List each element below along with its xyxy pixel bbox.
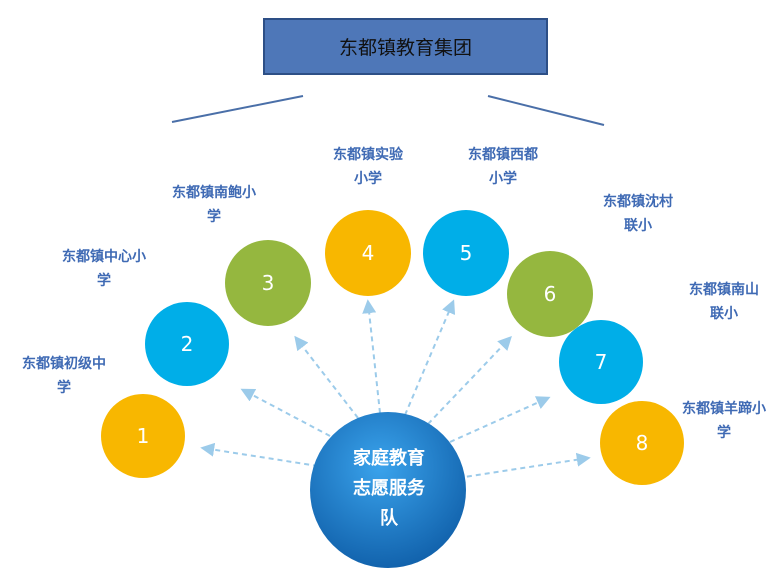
- node-circle-7: [559, 320, 643, 404]
- school-label-3: 东都镇南鲍小 学: [172, 185, 256, 225]
- branch-line-right: [487, 95, 605, 126]
- arrow-3: [294, 335, 359, 419]
- school-label-6: 东都镇沈村 联小: [603, 194, 673, 234]
- node-circle-3: [225, 240, 311, 326]
- node-circle-8: [600, 401, 684, 485]
- hub-circle: [310, 412, 466, 568]
- school-label-1: 东都镇初级中 学: [22, 356, 106, 396]
- school-label-2: 东都镇中心小 学: [62, 249, 146, 289]
- node-circle-5: [423, 210, 509, 296]
- arrow-4: [362, 299, 381, 414]
- arrow-5: [404, 299, 456, 416]
- school-label-8: 东都镇羊蹄小 学: [682, 401, 766, 441]
- arrow-7: [449, 396, 551, 443]
- node-number-2: 2: [181, 332, 194, 356]
- node-number-4: 4: [362, 241, 375, 265]
- node-circle-1: [101, 394, 185, 478]
- node-number-6: 6: [544, 282, 557, 306]
- branch-line-left: [171, 95, 304, 123]
- arrow-2: [240, 388, 331, 437]
- node-number-3: 3: [262, 271, 275, 295]
- node-number-1: 1: [137, 424, 150, 448]
- node-number-7: 7: [595, 350, 608, 374]
- node-number-8: 8: [636, 431, 649, 455]
- node-circle-6: [507, 251, 593, 337]
- school-label-4: 东都镇实验 小学: [333, 147, 403, 187]
- school-label-5: 东都镇西都 小学: [468, 147, 538, 187]
- arrow-6: [427, 335, 512, 425]
- school-label-7: 东都镇南山 联小: [689, 282, 759, 322]
- node-circle-2: [145, 302, 229, 386]
- arrow-group: [200, 299, 591, 479]
- page-title: 东都镇教育集团: [338, 37, 472, 59]
- node-group: 1 2 3 4 5 6 7 8: [101, 210, 684, 485]
- arrow-8: [457, 452, 591, 479]
- arrow-1: [200, 442, 319, 467]
- hub-label: 家庭教育 志愿服务 队: [353, 448, 425, 529]
- title-box: 东都镇教育集团: [263, 18, 548, 75]
- node-number-5: 5: [460, 241, 473, 265]
- node-circle-4: [325, 210, 411, 296]
